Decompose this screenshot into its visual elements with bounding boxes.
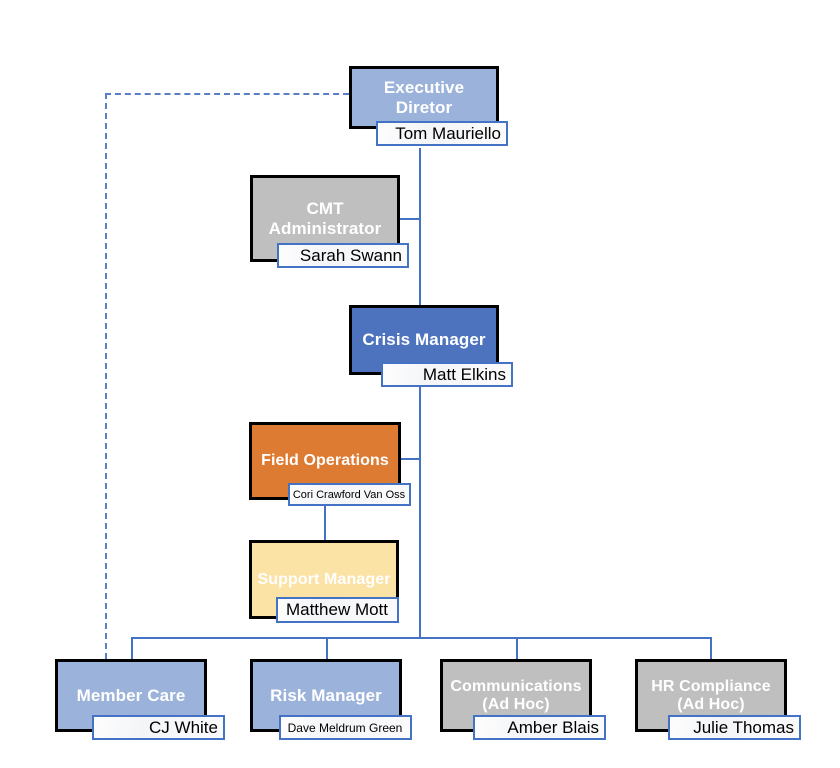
node-executive-director[interactable]: Executive Diretor Tom Mauriello (349, 66, 508, 148)
node-person-plate-cmt-administrator[interactable]: Sarah Swann (277, 243, 409, 268)
edge-field-ops-to-support-manager (324, 504, 326, 540)
node-person-plate-communications[interactable]: Amber Blais (473, 715, 606, 740)
node-title-executive-director: Executive Diretor (383, 78, 465, 117)
node-person-plate-field-operations[interactable]: Cori Crawford Van Oss (288, 483, 411, 506)
node-hr-compliance[interactable]: HR Compliance (Ad Hoc) Julie Thomas (635, 659, 801, 740)
node-person-cmt-administrator: Sarah Swann (299, 245, 402, 265)
edge-bus-drop-communications (516, 637, 518, 660)
node-person-plate-hr-compliance[interactable]: Julie Thomas (668, 715, 801, 740)
node-person-plate-risk-manager[interactable]: Dave Meldrum Green (279, 715, 412, 740)
node-person-support-manager: Matthew Mott (285, 600, 389, 619)
dashed-edge-exec-to-member-care-horizontal (105, 93, 349, 95)
edge-crisis-to-field-ops-stub (399, 458, 420, 460)
node-crisis-manager[interactable]: Crisis Manager Matt Elkins (349, 305, 513, 387)
edge-exec-to-crisis-spine (419, 148, 421, 306)
node-title-hr-compliance: HR Compliance (Ad Hoc) (651, 677, 771, 713)
node-title-box-executive-director[interactable]: Executive Diretor (349, 66, 499, 129)
node-person-risk-manager: Dave Meldrum Green (287, 720, 403, 735)
node-communications[interactable]: Communications (Ad Hoc) Amber Blais (440, 659, 606, 740)
edge-bus-drop-hr-compliance (710, 637, 712, 660)
node-person-plate-member-care[interactable]: CJ White (92, 715, 225, 740)
node-title-field-operations: Field Operations (261, 452, 389, 470)
node-risk-manager[interactable]: Risk Manager Dave Meldrum Green (250, 659, 412, 740)
node-person-plate-crisis-manager[interactable]: Matt Elkins (381, 362, 513, 387)
edge-bus-drop-risk-manager (326, 637, 328, 660)
node-support-manager[interactable]: Support Manager Matthew Mott (249, 540, 399, 624)
node-title-communications: Communications (Ad Hoc) (450, 677, 582, 713)
node-title-box-crisis-manager[interactable]: Crisis Manager (349, 305, 499, 375)
edge-bottom-bus (131, 637, 711, 639)
edge-crisis-spine (419, 374, 421, 639)
node-person-communications: Amber Blais (507, 717, 599, 737)
node-person-plate-support-manager[interactable]: Matthew Mott (276, 597, 399, 623)
node-person-member-care: CJ White (149, 717, 218, 737)
node-field-operations[interactable]: Field Operations Cori Crawford Van Oss (249, 422, 411, 506)
node-person-crisis-manager: Matt Elkins (422, 364, 506, 384)
node-person-field-operations: Cori Crawford Van Oss (292, 488, 406, 501)
node-member-care[interactable]: Member Care CJ White (55, 659, 225, 740)
dashed-edge-exec-to-member-care-vertical (105, 93, 107, 659)
node-title-member-care: Member Care (76, 685, 186, 705)
node-title-crisis-manager: Crisis Manager (362, 330, 486, 350)
edge-exec-to-cmt-stub (398, 218, 420, 220)
node-title-support-manager: Support Manager (257, 570, 391, 588)
node-person-hr-compliance: Julie Thomas (693, 717, 794, 737)
node-person-plate-executive-director[interactable]: Tom Mauriello (376, 121, 508, 146)
node-person-executive-director: Tom Mauriello (395, 123, 501, 143)
edge-bus-drop-member-care (131, 637, 133, 660)
node-title-cmt-administrator: CMT Administrator (268, 199, 382, 238)
node-cmt-administrator[interactable]: CMT Administrator Sarah Swann (250, 175, 409, 268)
node-title-risk-manager: Risk Manager (270, 685, 382, 705)
